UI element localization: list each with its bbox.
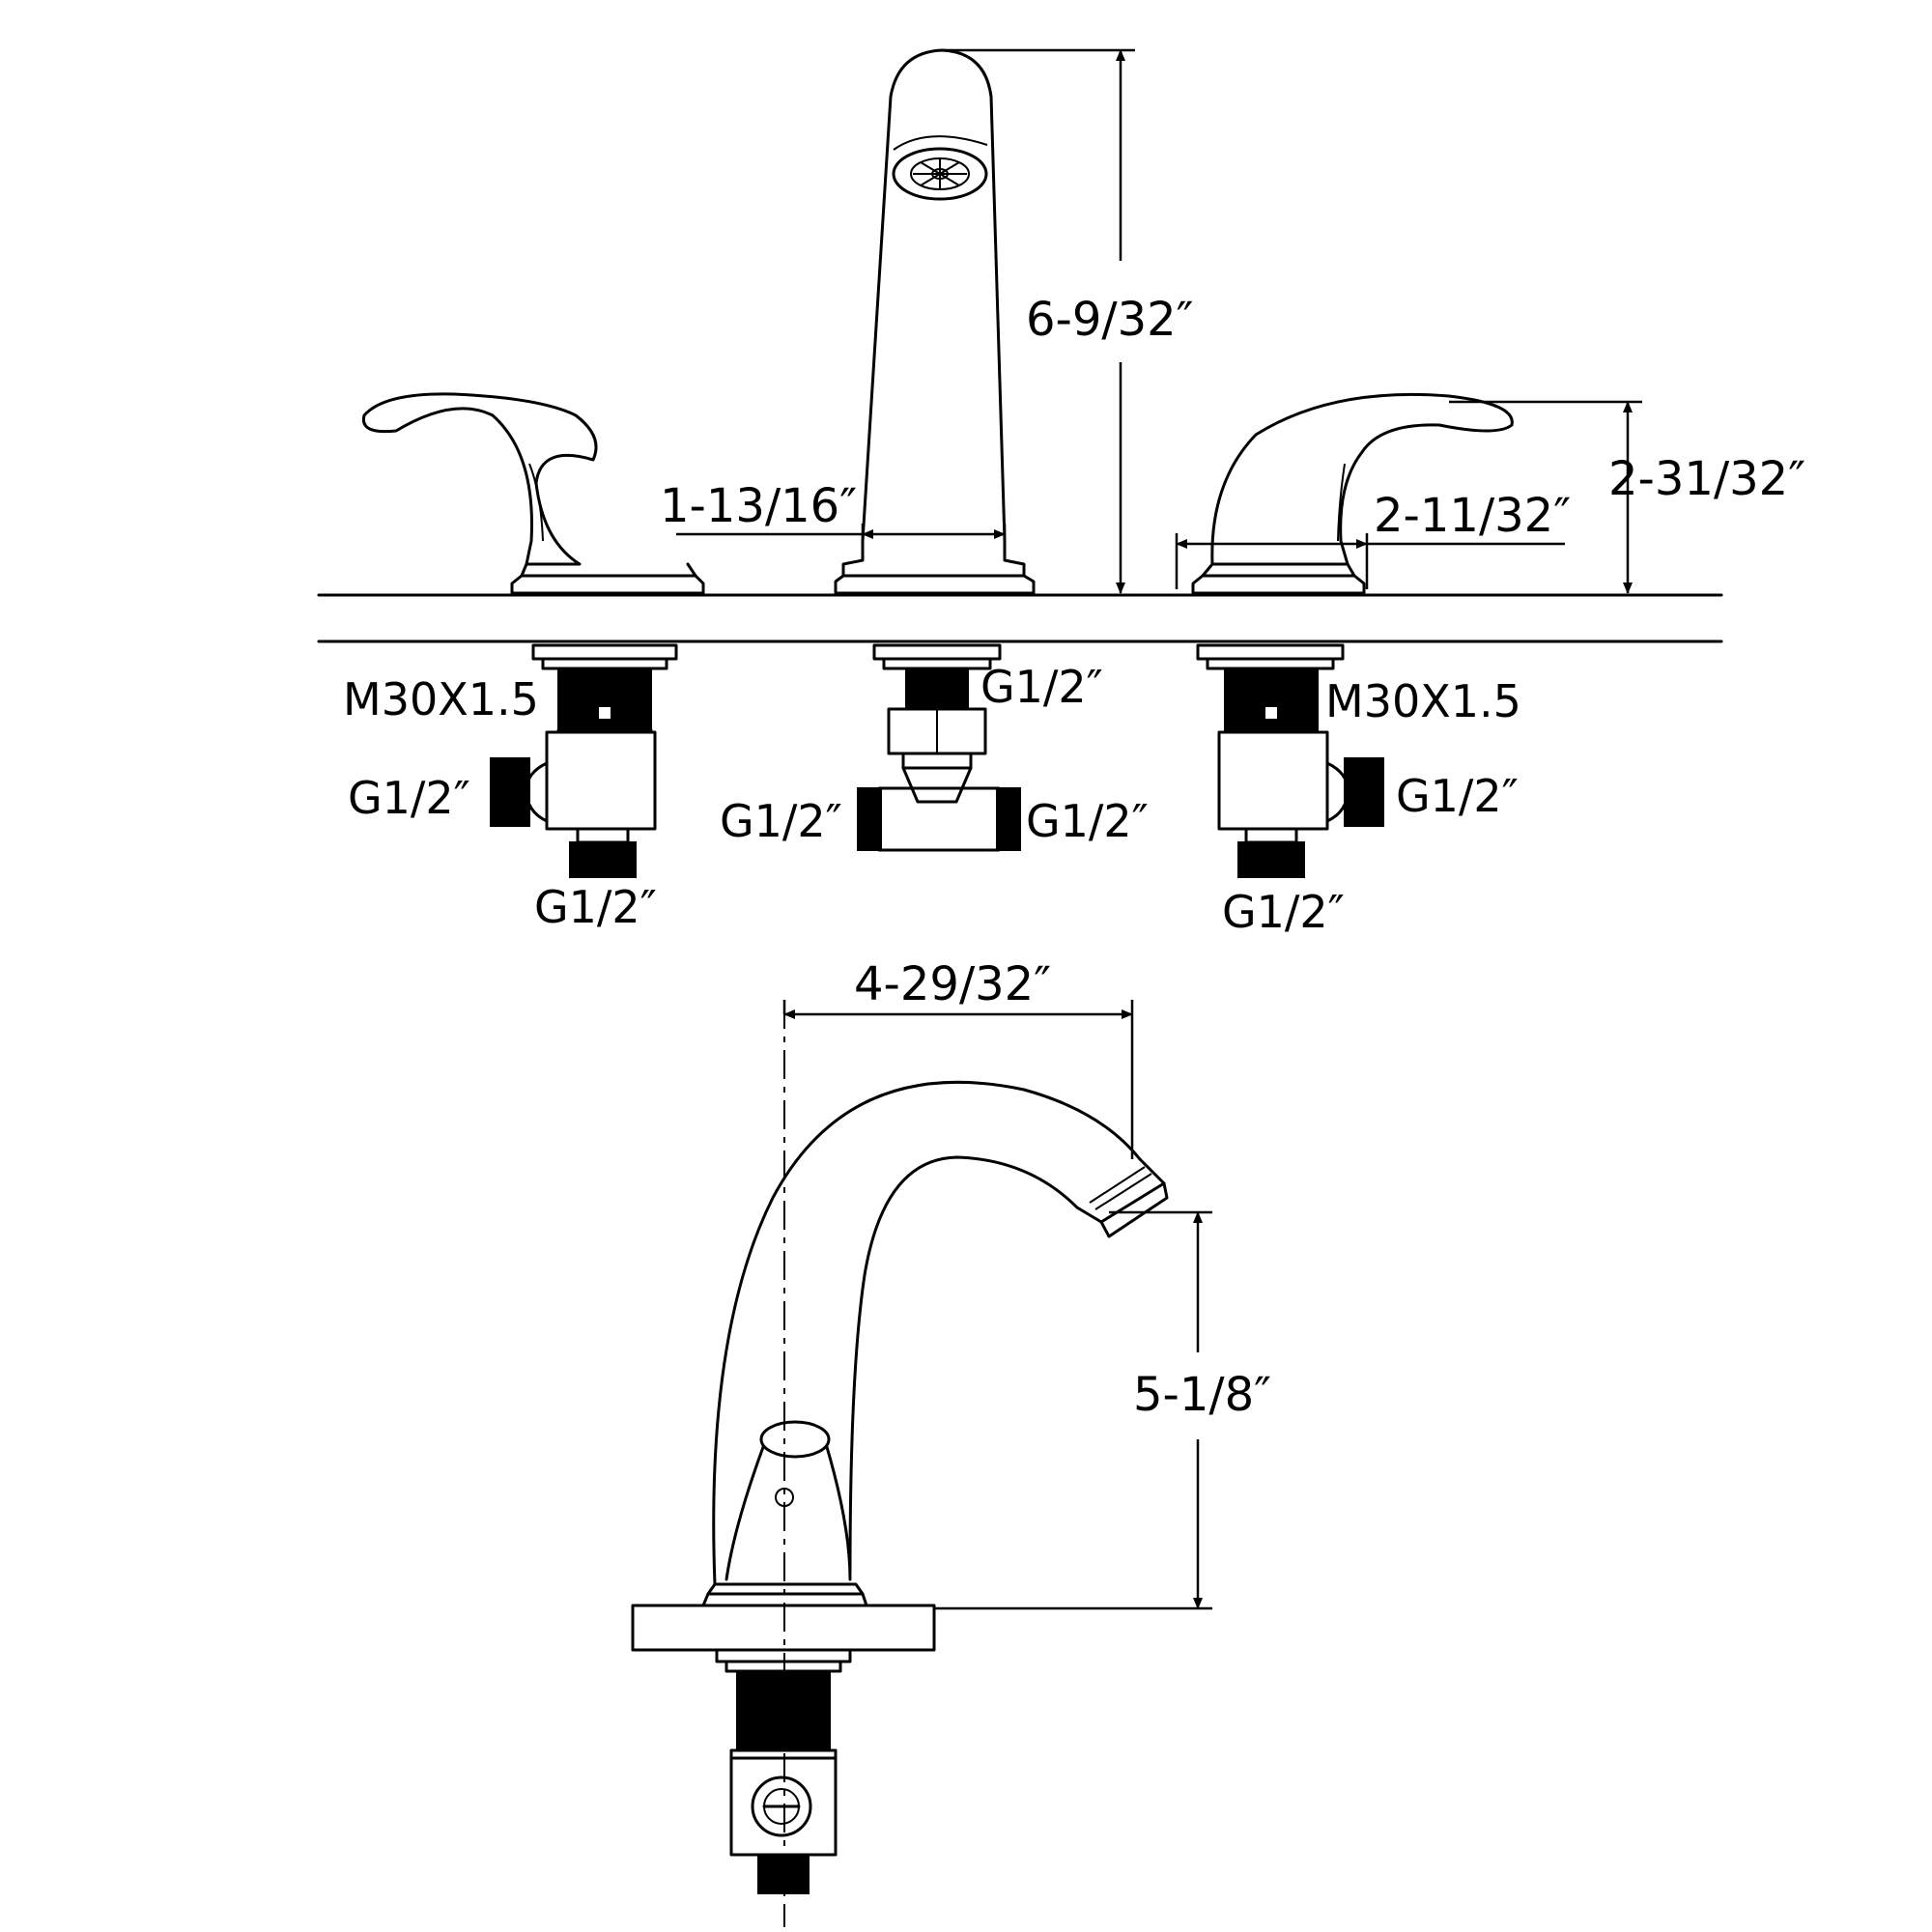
spout-reach-label: 4-29/32″ [854,957,1051,1011]
valve-port-icon [751,1776,812,1837]
side-handle [724,1420,852,1581]
aerator-icon [892,147,988,201]
right-valve-body [1196,643,1384,878]
dim-spout-base-width: 1-13/16″ [660,479,1007,541]
left-handle [361,392,705,595]
front-view: 6-9/32″ 2-31/32″ 1-13/16″ 2-11/32″ M30X1… [317,48,1805,938]
dim-spout-clearance: 5-1/8″ [934,1210,1271,1610]
dim-handle-base-width: 2-11/32″ [1175,489,1571,589]
left-valve-bottom-label: G1/2″ [534,881,657,933]
right-handle [1191,392,1514,595]
handle-height-label: 2-31/32″ [1608,452,1805,506]
right-valve-thread-label: M30X1.5 [1325,675,1521,727]
dim-spout-height: 6-9/32″ [942,48,1194,594]
spout-height-label: 6-9/32″ [1026,293,1194,347]
left-valve-side-label: G1/2″ [348,772,470,824]
center-tee-assembly [857,643,1021,852]
left-valve-thread-label: M30X1.5 [343,673,539,725]
dim-handle-height: 2-31/32″ [1449,400,1805,594]
tee-left-label: G1/2″ [720,795,842,847]
side-base [631,1582,936,1894]
right-valve-bottom-label: G1/2″ [1222,886,1345,938]
center-spout [834,48,1036,595]
tee-right-label: G1/2″ [1026,795,1149,847]
dim-spout-reach: 4-29/32″ [782,957,1134,1159]
handle-base-width-label: 2-11/32″ [1374,489,1571,543]
left-valve-body [490,643,678,878]
spout-clearance-label: 5-1/8″ [1133,1368,1271,1422]
spout-thread-label: G1/2″ [980,661,1103,713]
spout-base-width-label: 1-13/16″ [660,479,857,533]
side-spout [712,1080,1169,1586]
side-view: 4-29/32″ 5-1/8″ [631,957,1271,1927]
right-valve-side-label: G1/2″ [1396,770,1519,822]
